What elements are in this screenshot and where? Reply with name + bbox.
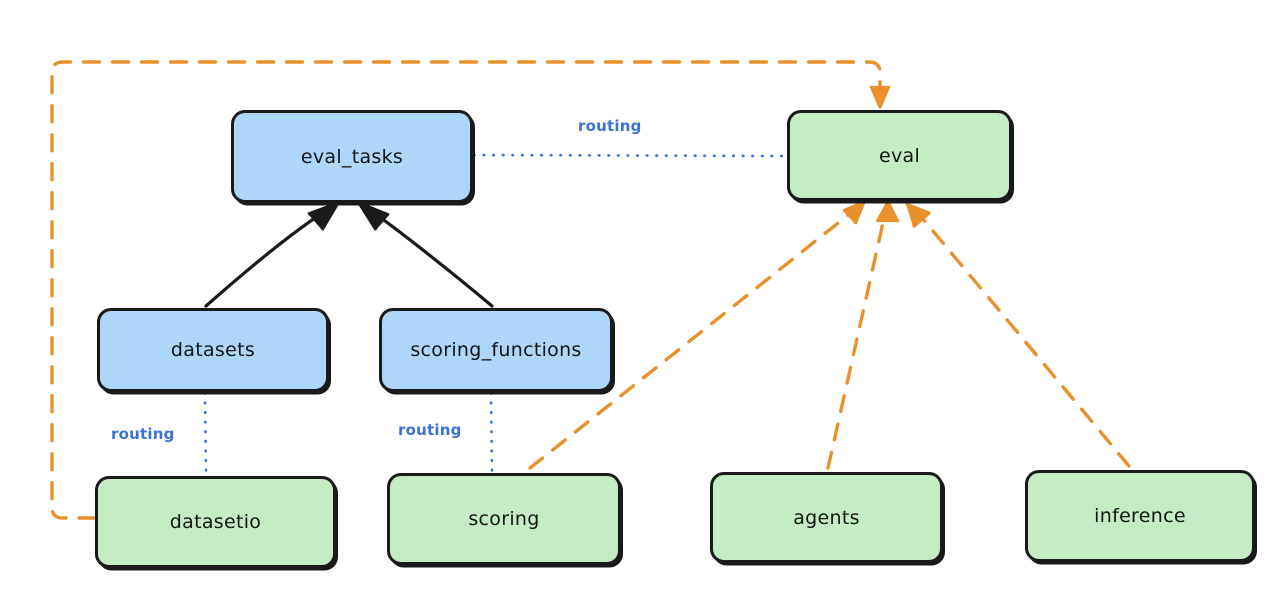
edge-label-routing-eval_tasks-eval: routing [578,117,642,135]
node-eval_tasks[interactable]: eval_tasks [231,110,473,203]
edge-scoring_functions-scoring [489,391,494,473]
edge-agents-eval [826,212,887,470]
node-datasets[interactable]: datasets [97,308,329,392]
edge-datasets-datasetio [203,391,208,476]
node-label-datasetio: datasetio [169,511,262,533]
edge-scoring-eval [528,210,854,470]
edge-label-routing-scoring_functions-scoring: routing [398,421,462,439]
node-datasetio[interactable]: datasetio [95,476,336,568]
edge-datasetio-eval [50,60,882,520]
node-agents[interactable]: agents [710,472,943,563]
edge-datasets-eval_tasks [204,206,332,308]
node-label-scoring: scoring [468,508,540,530]
edge-eval_tasks-eval [472,153,788,158]
node-label-scoring_functions: scoring_functions [410,339,582,361]
node-scoring_functions[interactable]: scoring_functions [379,308,613,392]
node-eval[interactable]: eval [787,110,1012,201]
edge-label-routing-datasets-datasetio: routing [111,425,175,443]
arrowhead-datasetio-eval [869,85,891,109]
node-label-agents: agents [793,506,860,529]
node-inference[interactable]: inference [1025,470,1255,562]
edge-scoring_functions-eval_tasks [365,206,494,308]
node-label-eval_tasks: eval_tasks [300,145,404,168]
arrowhead-datasets-eval_tasks [307,201,340,231]
arrowhead-scoring_functions-eval_tasks [357,201,390,231]
edge-inference-eval [916,211,1131,468]
node-label-inference: inference [1094,505,1186,527]
arrowhead-scoring-eval [842,200,866,225]
node-label-datasets: datasets [170,339,256,361]
arrowhead-inference-eval [905,202,931,229]
arrowhead-agents-eval [875,200,900,223]
node-label-eval: eval [878,144,921,167]
node-scoring[interactable]: scoring [387,473,621,565]
